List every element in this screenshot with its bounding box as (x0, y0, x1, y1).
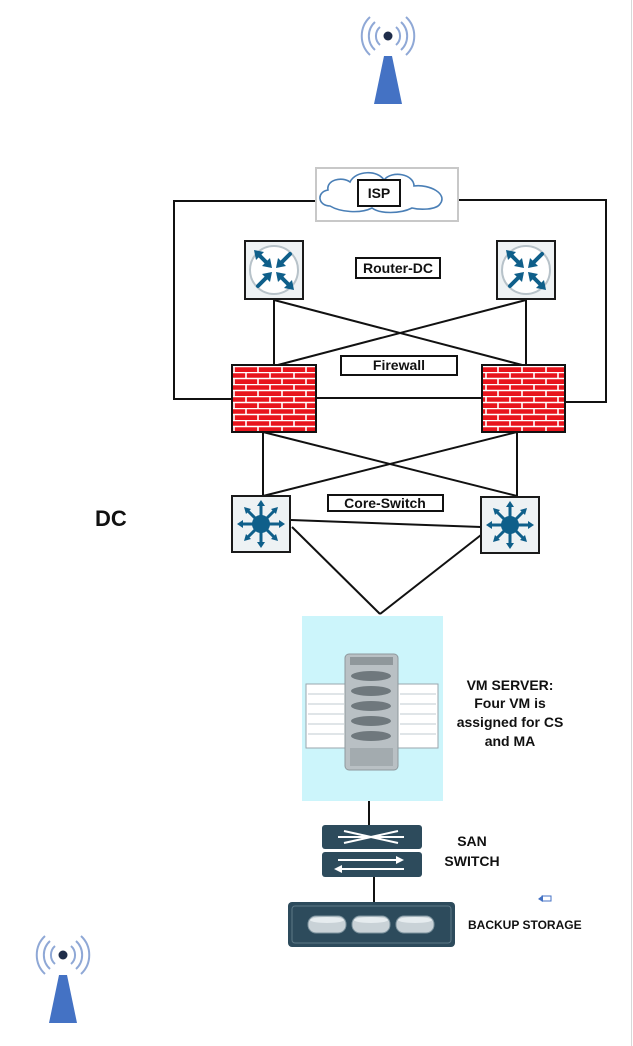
antenna-icon-bottom (35, 935, 91, 1024)
firewall-label-box: Firewall (340, 355, 458, 376)
firewall-icon-right (481, 364, 566, 433)
svg-text:SAN: SAN (457, 833, 487, 849)
firewall-label: Firewall (373, 357, 425, 373)
isp-label-box (357, 179, 401, 207)
core-switch-label-box: Core-Switch (327, 494, 444, 512)
firewall-icon-left (231, 364, 317, 433)
router-icon-right (495, 239, 557, 301)
backup-storage-label: BACKUP STORAGE (468, 918, 582, 932)
dc-label: DC (95, 506, 127, 531)
svg-text:and MA: and MA (485, 733, 536, 749)
antenna-icon (360, 16, 416, 105)
vm-server-description: VM SERVER: Four VM is assigned for CS an… (457, 677, 564, 749)
san-switch-icon (322, 825, 422, 877)
router-label-box: Router-DC (355, 257, 441, 279)
layer3-switch-icon-right (479, 495, 541, 555)
isp-label: ISP (368, 185, 391, 201)
storage-array-icon (288, 902, 455, 947)
san-switch-label: SAN SWITCH (444, 833, 499, 869)
layer3-switch-icon-left (230, 494, 292, 554)
svg-text:VM SERVER:: VM SERVER: (467, 677, 554, 693)
small-marker-icon (538, 895, 552, 902)
server-rack-icon (302, 616, 443, 801)
core-switch-label: Core-Switch (344, 495, 426, 511)
svg-text:SWITCH: SWITCH (444, 853, 499, 869)
router-label: Router-DC (363, 260, 433, 276)
svg-text:assigned for CS: assigned for CS (457, 714, 564, 730)
router-icon-left (243, 239, 305, 301)
connection-lines (173, 199, 607, 903)
isp-cloud: ISP (315, 167, 459, 222)
svg-text:Four VM is: Four VM is (474, 695, 546, 711)
